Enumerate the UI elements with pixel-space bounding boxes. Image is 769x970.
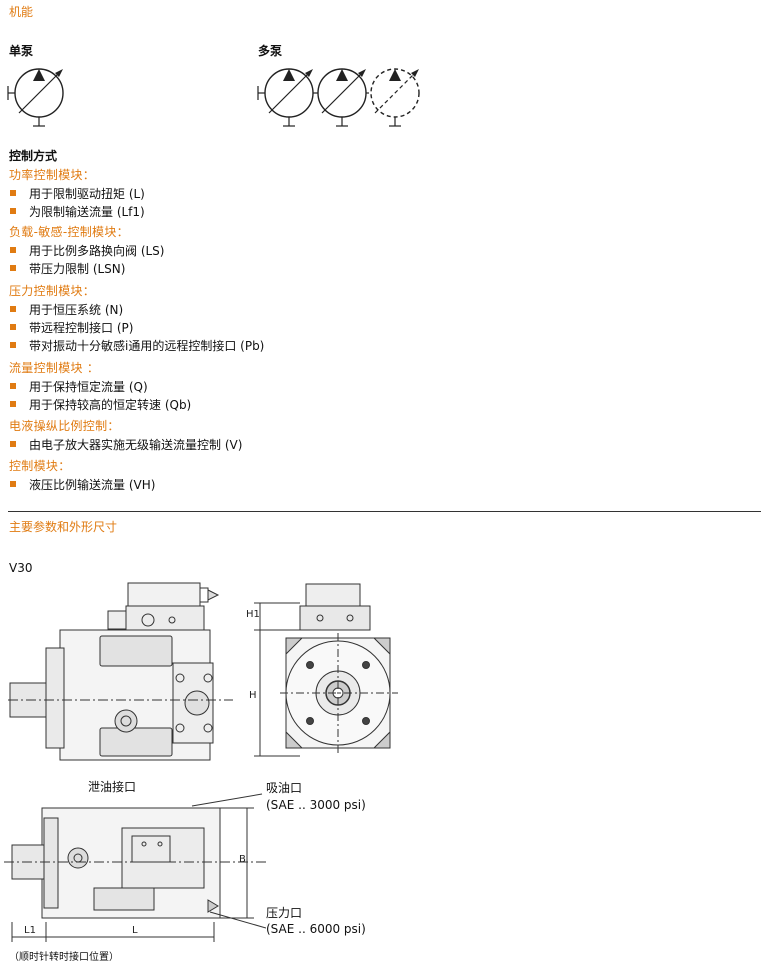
- control-item-list: 由电子放大器实施无级输送流量控制 (V): [9, 436, 242, 454]
- control-item: 用于保持较高的恒定转速 (Qb): [9, 396, 191, 414]
- multi-pump-symbol: [257, 68, 420, 127]
- control-item-text: 用于保持较高的恒定转速 (Qb): [29, 398, 192, 412]
- bullet-square-icon: [10, 441, 16, 447]
- control-item-text: 用于恒压系统 (N): [29, 303, 124, 317]
- control-item-list: 用于保持恒定流量 (Q) 用于保持较高的恒定转速 (Qb): [9, 378, 191, 414]
- control-item-list: 用于比例多路换向阀 (LS) 带压力限制 (LSN): [9, 242, 164, 278]
- control-group: 功率控制模块： 用于限制驱动扭矩 (L) 为限制输送流量 (Lf1): [9, 166, 145, 221]
- bullet-square-icon: [10, 208, 16, 214]
- dim-l1-label: L1: [24, 925, 36, 936]
- control-group-title: 控制模块：: [9, 459, 71, 473]
- bullet-square-icon: [10, 342, 16, 348]
- control-item-text: 用于保持恒定流量 (Q): [29, 380, 148, 394]
- control-group-title: 压力控制模块：: [9, 284, 96, 298]
- suction-port-spec: (SAE .. 3000 psi): [266, 798, 366, 812]
- suction-port-label: 吸油口: [266, 781, 303, 795]
- control-group-title: 电液操纵比例控制：: [9, 419, 120, 433]
- dim-h-label: H: [249, 690, 257, 701]
- control-group: 流量控制模块 ： 用于保持恒定流量 (Q) 用于保持较高的恒定转速 (Qb): [9, 359, 191, 414]
- control-item: 带压力限制 (LSN): [9, 260, 164, 278]
- control-heading: 控制方式: [9, 149, 58, 163]
- control-item-text: 用于限制驱动扭矩 (L): [29, 187, 145, 201]
- bullet-square-icon: [10, 383, 16, 389]
- single-pump-label: 单泵: [9, 44, 34, 58]
- control-item-text: 带远程控制接口 (P): [29, 321, 134, 335]
- bullet-square-icon: [10, 265, 16, 271]
- control-item-text: 由电子放大器实施无级输送流量控制 (V): [29, 438, 243, 452]
- control-group: 负载-敏感-控制模块： 用于比例多路换向阀 (LS) 带压力限制 (LSN): [9, 223, 164, 278]
- dim-l-label: L: [132, 925, 138, 936]
- pressure-port-label: 压力口: [266, 906, 303, 920]
- dim-b-label: B: [239, 854, 246, 865]
- section-divider: [8, 511, 761, 512]
- control-item-text: 用于比例多路换向阀 (LS): [29, 244, 165, 258]
- bullet-square-icon: [10, 324, 16, 330]
- control-group: 电液操纵比例控制： 由电子放大器实施无级输送流量控制 (V): [9, 417, 242, 454]
- control-item: 用于恒压系统 (N): [9, 301, 264, 319]
- control-item: 用于限制驱动扭矩 (L): [9, 185, 145, 203]
- multi-pump-label: 多泵: [258, 44, 283, 58]
- control-item: 用于比例多路换向阀 (LS): [9, 242, 164, 260]
- control-group: 控制模块： 液压比例输送流量 (VH): [9, 457, 155, 494]
- bullet-square-icon: [10, 306, 16, 312]
- control-item-list: 用于恒压系统 (N) 带远程控制接口 (P) 带对振动十分敏感i通用的远程控制接口 …: [9, 301, 264, 355]
- model-label: V30: [9, 561, 33, 575]
- control-item-list: 液压比例输送流量 (VH): [9, 476, 155, 494]
- control-item: 液压比例输送流量 (VH): [9, 476, 155, 494]
- pump-top-view-drawing: B L1 L: [4, 793, 266, 942]
- control-item: 带远程控制接口 (P): [9, 319, 264, 337]
- control-item-text: 带压力限制 (LSN): [29, 262, 126, 276]
- pressure-port-spec: (SAE .. 6000 psi): [266, 922, 366, 936]
- bullet-square-icon: [10, 247, 16, 253]
- control-item-list: 用于限制驱动扭矩 (L) 为限制输送流量 (Lf1): [9, 185, 145, 221]
- rotation-note: （顺时针转时接口位置）: [9, 952, 119, 963]
- section-title-function: 机能: [9, 5, 34, 19]
- control-item-text: 为限制输送流量 (Lf1): [29, 205, 145, 219]
- control-item-text: 带对振动十分敏感i通用的远程控制接口 (Pb): [29, 339, 265, 353]
- pump-side-view-drawing: [8, 582, 233, 761]
- control-item: 带对振动十分敏感i通用的远程控制接口 (Pb): [9, 337, 264, 355]
- bullet-square-icon: [10, 190, 16, 196]
- control-group: 压力控制模块： 用于恒压系统 (N) 带远程控制接口 (P) 带对振动十分敏感i通用的…: [9, 282, 264, 355]
- control-group-title: 流量控制模块 ：: [9, 361, 100, 375]
- control-item: 由电子放大器实施无级输送流量控制 (V): [9, 436, 242, 454]
- bullet-square-icon: [10, 481, 16, 487]
- dimensions-heading: 主要参数和外形尺寸: [9, 520, 118, 534]
- control-item: 为限制输送流量 (Lf1): [9, 203, 145, 221]
- dim-h1-label: H1: [246, 609, 260, 620]
- bullet-square-icon: [10, 401, 16, 407]
- control-item-text: 液压比例输送流量 (VH): [29, 478, 156, 492]
- drain-port-label: 泄油接口: [88, 780, 137, 794]
- single-pump-symbol: [7, 68, 64, 127]
- pump-end-view-drawing: H1 H: [246, 583, 398, 757]
- control-group-title: 功率控制模块：: [9, 168, 96, 182]
- control-group-title: 负载-敏感-控制模块：: [9, 225, 129, 239]
- control-item: 用于保持恒定流量 (Q): [9, 378, 191, 396]
